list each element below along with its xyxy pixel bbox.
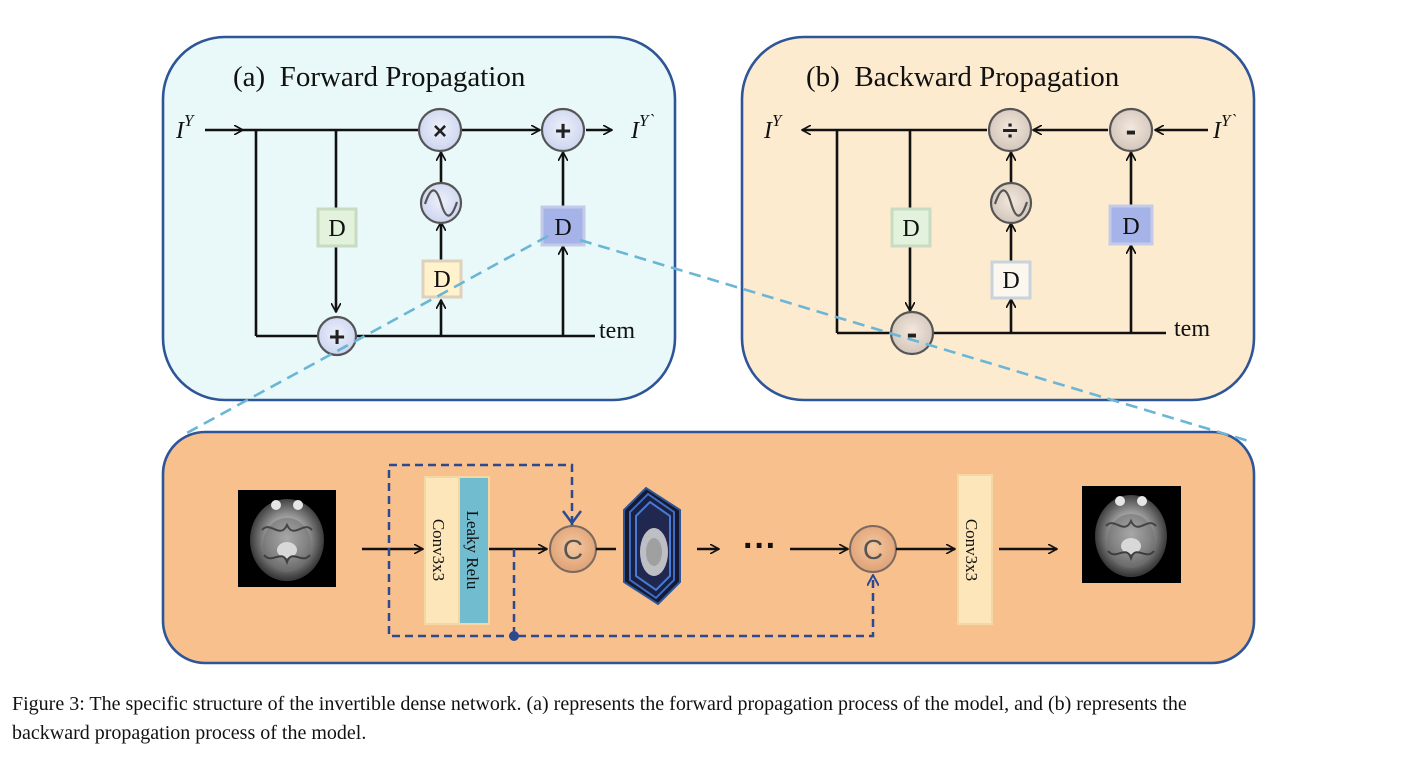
feature-map-stack (623, 486, 681, 606)
callout-line-left (184, 234, 549, 436)
panel-b-input-label: IY` (1212, 111, 1236, 144)
figure-canvas: (a) Forward Propagation IY IY` D D D × + (161, 35, 1256, 665)
panel-a-add-symbol-top: + (555, 115, 571, 146)
wave-icon (993, 189, 1029, 217)
panel-a-d-label-blue: D (554, 215, 571, 241)
panel-a-input-label: IY (175, 111, 195, 144)
panel-a-d-block-green (316, 207, 358, 248)
skip-connection-top (387, 463, 572, 638)
concat-label-1: C (563, 534, 583, 565)
figure-caption: Figure 3: The specific structure of the … (12, 690, 1417, 748)
panel-b-d-label-light: D (1002, 268, 1019, 294)
wave-icon (423, 189, 459, 217)
panel-a-add-symbol-bottom: + (329, 321, 345, 352)
panel-a-multiply-node (417, 107, 463, 153)
skip-arrowhead-top (562, 510, 582, 526)
panel-b-tem-label: tem (1174, 316, 1210, 342)
conv3x3-label-2: Conv3x3 (962, 519, 981, 581)
panel-b-subtract-symbol-bottom: - (907, 315, 918, 351)
panel-b-d-label-green: D (902, 216, 919, 242)
panel-a-output-label: IY` (630, 111, 654, 144)
panel-b-d-block-blue (1108, 204, 1154, 246)
concat-label-2: C (863, 534, 883, 565)
panel-a-multiply-symbol: × (433, 118, 447, 145)
ellipsis: ··· (743, 527, 777, 565)
panel-a-d-label-yellow: D (433, 267, 450, 293)
conv3x3-block-2 (957, 474, 993, 625)
panel-b-subtract-node-top (1108, 107, 1154, 153)
panel-b-output-label: IY (763, 111, 783, 144)
panel-b-d-block-green (890, 207, 932, 248)
panel-a-title: (a) Forward Propagation (233, 61, 526, 93)
leaky-relu-block (458, 476, 490, 625)
input-mri-image (238, 490, 336, 587)
conv3x3-label-1: Conv3x3 (429, 519, 448, 581)
conv3x3-block-1 (424, 476, 460, 625)
panel-b-title: (b) Backward Propagation (806, 61, 1120, 93)
panel-b-divide-symbol: ÷ (1002, 115, 1017, 146)
panel-dense-block-detail: Conv3x3 Leaky Relu C ··· C Conv3x3 (161, 430, 1256, 665)
panel-b-divide-node (987, 107, 1033, 153)
panel-a-d-block-yellow (421, 259, 463, 299)
callout-line-right (579, 238, 1253, 444)
output-mri-image (1082, 486, 1181, 583)
panel-b-d-block-light (990, 260, 1032, 300)
panel-a-tem-label: tem (599, 318, 635, 344)
panel-a-d-block-blue (540, 205, 586, 247)
panel-backward-propagation: (b) Backward Propagation IY IY` D D D ÷ … (740, 35, 1256, 402)
panel-b-subtract-symbol-top: - (1126, 112, 1137, 148)
skip-connection-bottom (512, 549, 873, 638)
panel-a-add-node-top (540, 107, 586, 153)
panel-forward-propagation: (a) Forward Propagation IY IY` D D D × + (161, 35, 677, 402)
panel-a-d-label-green: D (328, 216, 345, 242)
junction-dot (509, 631, 519, 641)
leaky-relu-label: Leaky Relu (463, 511, 482, 590)
caption-line-2: backward propagation process of the mode… (12, 722, 367, 744)
caption-line-1: Figure 3: The specific structure of the … (12, 693, 1187, 715)
panel-b-d-label-blue: D (1122, 214, 1139, 240)
